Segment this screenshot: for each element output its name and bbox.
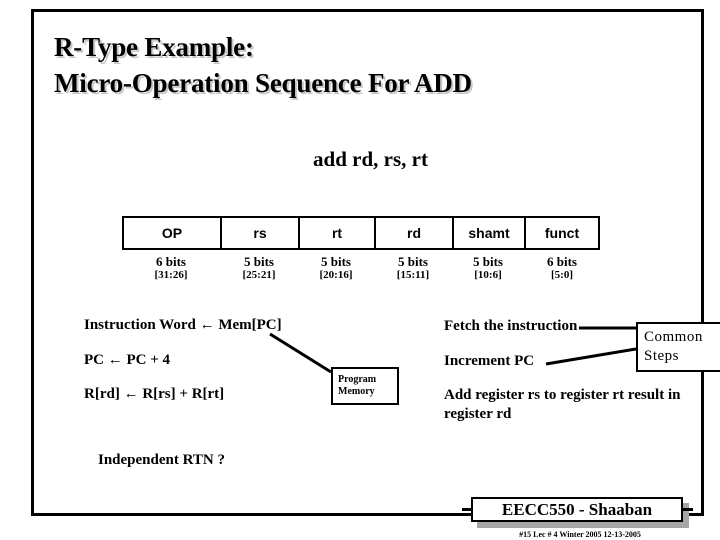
footer-rule-right bbox=[682, 508, 693, 511]
description-increment-pc: Increment PC bbox=[444, 353, 535, 369]
footer-rule-left bbox=[462, 508, 472, 511]
format-bits-rd: 5 bits[15:11] bbox=[374, 254, 452, 291]
format-bits-width-rd: 5 bits bbox=[398, 254, 428, 269]
format-field-shamt: shamt bbox=[452, 216, 524, 250]
description-fetch: Fetch the instruction bbox=[444, 318, 578, 334]
page-title: R-Type Example: Micro-Operation Sequence… bbox=[54, 30, 674, 101]
callout-common-steps-line-2: Steps bbox=[644, 348, 680, 364]
callout-common-steps-line-1: Common bbox=[644, 328, 703, 345]
format-field-rt: rt bbox=[298, 216, 374, 250]
leader-line-increment bbox=[545, 347, 637, 366]
format-bits-range-rd: [15:11] bbox=[396, 269, 430, 282]
format-bits-width-shamt: 5 bits bbox=[473, 254, 503, 269]
callout-program-memory-line-2: Memory bbox=[338, 386, 375, 397]
format-bits-width-rt: 5 bits bbox=[321, 254, 351, 269]
rtn-line-register-add: R[rd] ← R[rs] + R[rt] bbox=[84, 386, 225, 402]
format-field-op: OP bbox=[122, 216, 220, 250]
format-bits-range-funct: [5:0] bbox=[551, 269, 573, 282]
rtn-line-pc-increment: PC ← PC + 4 bbox=[84, 352, 171, 368]
callout-common-steps: Common Steps bbox=[636, 322, 720, 372]
leader-line-program-memory bbox=[269, 332, 332, 374]
callout-program-memory-line-1: Program bbox=[338, 373, 377, 385]
format-bits-rt: 5 bits[20:16] bbox=[298, 254, 374, 291]
description-add-register: Add register rs to register rt result in… bbox=[444, 387, 681, 423]
page-title-line-1: R-Type Example: bbox=[54, 32, 254, 62]
instruction-format-bit-labels: 6 bits[31:26]5 bits[25:21]5 bits[20:16]5… bbox=[122, 254, 600, 291]
format-bits-width-funct: 6 bits bbox=[547, 254, 577, 269]
format-bits-rs: 5 bits[25:21] bbox=[220, 254, 298, 291]
footer-fine-print: #15 Lec # 4 Winter 2005 12-13-2005 bbox=[519, 530, 641, 539]
format-field-funct: funct bbox=[524, 216, 600, 250]
callout-program-memory: Program Memory bbox=[331, 367, 399, 405]
footer-badge: EECC550 - Shaaban bbox=[462, 497, 693, 528]
rtn-line-instruction-word: Instruction Word ← Mem[PC] bbox=[84, 317, 282, 333]
format-bits-width-rs: 5 bits bbox=[244, 254, 274, 269]
format-bits-range-rs: [25:21] bbox=[242, 269, 276, 282]
format-field-rd: rd bbox=[374, 216, 452, 250]
format-bits-range-rt: [20:16] bbox=[319, 269, 353, 282]
format-bits-op: 6 bits[31:26] bbox=[122, 254, 220, 291]
page-title-line-2: Micro-Operation Sequence For ADD bbox=[54, 67, 472, 98]
instruction-subtitle: add rd, rs, rt bbox=[313, 147, 428, 171]
slide-frame: R-Type Example: Micro-Operation Sequence… bbox=[31, 9, 720, 539]
format-bits-width-op: 6 bits bbox=[156, 254, 186, 269]
format-field-rs: rs bbox=[220, 216, 298, 250]
format-bits-range-shamt: [10:6] bbox=[474, 269, 502, 282]
format-bits-shamt: 5 bits[10:6] bbox=[452, 254, 524, 291]
footer-course-label: EECC550 - Shaaban bbox=[471, 497, 683, 522]
format-bits-range-op: [31:26] bbox=[154, 269, 188, 282]
format-bits-funct: 6 bits[5:0] bbox=[524, 254, 600, 291]
independent-rtn-question: Independent RTN ? bbox=[98, 452, 226, 468]
